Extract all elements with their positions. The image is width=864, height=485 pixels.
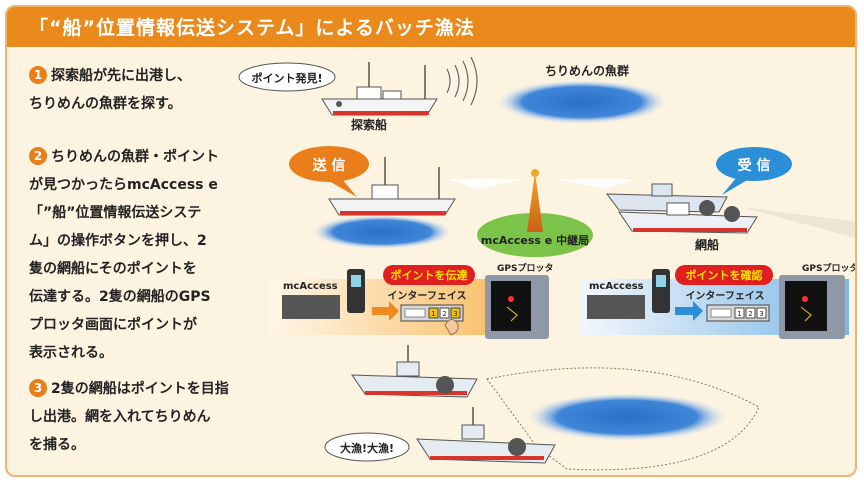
step-3-line-1: 2隻の網船はポイントを目指 — [51, 381, 229, 397]
step-3-number: 3 — [29, 379, 47, 397]
catch-label: 大漁!大漁! — [340, 441, 394, 455]
right-transfer-panel: mcAccess ポイントを確認 インターフェイス 1 2 3 GPSプロッタ — [579, 262, 857, 339]
fish-school-bottom — [527, 393, 727, 441]
left-finger-icon — [444, 319, 459, 336]
send-bubble: 送 信 — [289, 146, 369, 197]
point-found-bubble: ポイント発見! — [238, 62, 336, 92]
page-title: 「“船”位置情報伝送システム」によるバッチ漁法 — [29, 17, 475, 39]
left-transfer-panel: mcAccess ポイントを伝達 インターフェイス 1 2 3 GPSプロッタ — [269, 262, 553, 339]
net-ship-lower-icon — [416, 407, 556, 464]
left-iface-key-2-label: 2 — [442, 310, 446, 318]
left-banner — [383, 265, 475, 285]
search-ship-icon — [321, 62, 438, 116]
step-2-line-4: ム」の操作ボタンを押し、2 — [29, 233, 207, 249]
left-iface-key-2[interactable] — [439, 307, 450, 319]
search-ship-label: 探索船 — [351, 117, 387, 132]
net-ship-label: 網船 — [695, 237, 719, 252]
net-ship-upper-icon — [351, 345, 478, 398]
step-2-line-8: 表示される。 — [29, 345, 113, 361]
point-found-label: ポイント発見! — [251, 71, 322, 85]
catch-bubble: 大漁!大漁! — [324, 432, 410, 462]
left-iface-key-3[interactable] — [450, 307, 461, 319]
step-2-line-7: プロッタ画面にポイントが — [29, 317, 197, 333]
right-banner — [675, 265, 773, 285]
right-iface-key-3[interactable] — [756, 307, 767, 319]
title-bar: 「“船”位置情報伝送システム」によるバッチ漁法 — [7, 7, 855, 47]
sonar-waves — [446, 56, 478, 106]
net-ships-icon — [605, 183, 855, 238]
left-device-label: mcAccess — [283, 281, 338, 292]
search-ship-send-icon — [328, 157, 456, 216]
left-iface-key-1[interactable] — [428, 307, 439, 319]
receive-bubble: 受 信 — [716, 147, 792, 195]
left-iface-key-1-label: 1 — [431, 310, 435, 318]
fish-school-label: ちりめんの魚群 — [545, 63, 629, 78]
right-iface-key-2-label: 2 — [748, 310, 752, 318]
fishing-net — [486, 367, 760, 471]
step-3-line-3: を捕る。 — [29, 437, 85, 453]
step-2-line-2: が見つかったらmcAccess e — [29, 177, 218, 193]
relay-tower-icon — [447, 169, 637, 257]
step-1-number: 1 — [29, 66, 47, 84]
right-mcaccess-unit — [587, 295, 645, 319]
step-2-line-3: 「”船”位置情報伝送システ — [29, 205, 202, 221]
step-2-line-5: 隻の網船にそのポイントを — [29, 261, 197, 277]
step-3-line-2: し出港。網を入れてちりめん — [29, 409, 211, 425]
relay-station-label: mcAccess e 中継局 — [481, 233, 589, 247]
right-device-label: mcAccess — [589, 281, 644, 292]
illustration-canvas: ポイント発見! 探索船 ちりめんの魚群 送 信 — [238, 56, 857, 471]
fish-school-under-ship — [312, 215, 452, 249]
step-1-line-2: ちりめんの魚群を探す。 — [29, 96, 182, 112]
right-iface-key-1[interactable] — [734, 307, 745, 319]
right-iface-key-2[interactable] — [745, 307, 756, 319]
left-gps-label: GPSプロッタ — [497, 262, 553, 274]
right-gps-label: GPSプロッタ — [802, 262, 857, 274]
right-iface-key-1-label: 1 — [737, 310, 741, 318]
receive-label: 受 信 — [738, 157, 771, 174]
step-1-line-1: 探索船が先に出港し、 — [51, 68, 191, 84]
left-banner-label: ポイントを伝達 — [391, 268, 468, 282]
step-2-number: 2 — [29, 147, 47, 165]
right-iface-key-3-label: 3 — [759, 310, 763, 318]
left-mcaccess-unit — [282, 295, 340, 319]
left-iface-key-3-label: 3 — [453, 310, 457, 318]
right-interface-label: インターフェイス — [685, 290, 764, 302]
send-label: 送 信 — [312, 157, 346, 174]
step-2-line-6: 伝達する。2隻の網船のGPS — [29, 289, 211, 305]
step-2-line-1: ちりめんの魚群・ポイント — [51, 149, 219, 165]
left-interface-label: インターフェイス — [387, 290, 466, 302]
fish-school-top — [497, 80, 667, 124]
right-banner-label: ポイントを確認 — [686, 268, 763, 282]
